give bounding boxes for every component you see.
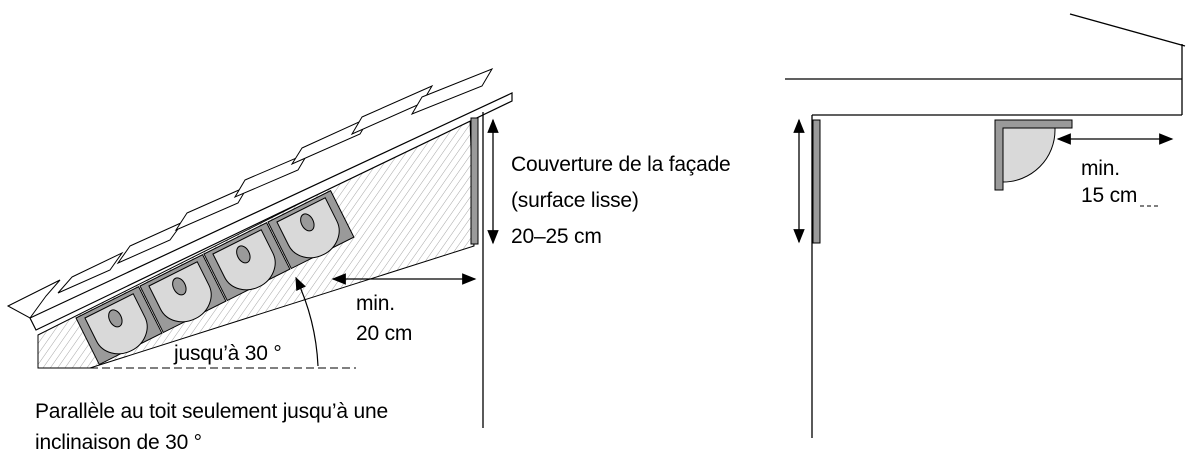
roof-shingles — [6, 67, 494, 319]
right-gap-label-min: min. — [1081, 157, 1120, 180]
facade-cover-plate — [470, 117, 479, 245]
caption-line-1: Parallèle au toit seulement jusqu’à une — [35, 400, 388, 423]
cassette-unit — [203, 221, 291, 302]
cover-label-surface: (surface lisse) — [511, 189, 639, 212]
ceiling-cassette — [994, 119, 1073, 191]
cover-label-title: Couverture de la façade — [511, 153, 731, 176]
cassette-unit — [139, 253, 227, 334]
caption-line-2: inclinaison de 30 ° — [35, 431, 202, 454]
awning-cassettes — [75, 189, 355, 366]
angle-arc — [295, 276, 319, 367]
cassette-unit — [267, 189, 355, 270]
gap-label-min: min. — [356, 292, 395, 315]
right-gap-label-value: 15 cm — [1081, 184, 1138, 207]
left-roof-diagram — [6, 67, 513, 428]
cover-label-height: 20–25 cm — [511, 225, 602, 248]
roof-slab — [29, 92, 513, 331]
angle-label: jusqu’à 30 ° — [174, 342, 282, 365]
roof-top-line — [1069, 13, 1186, 47]
right-ceiling-diagram — [785, 13, 1186, 438]
facade-cover-plate — [812, 119, 821, 244]
cassette-unit — [75, 285, 163, 366]
gap-label-value: 20 cm — [356, 322, 413, 345]
